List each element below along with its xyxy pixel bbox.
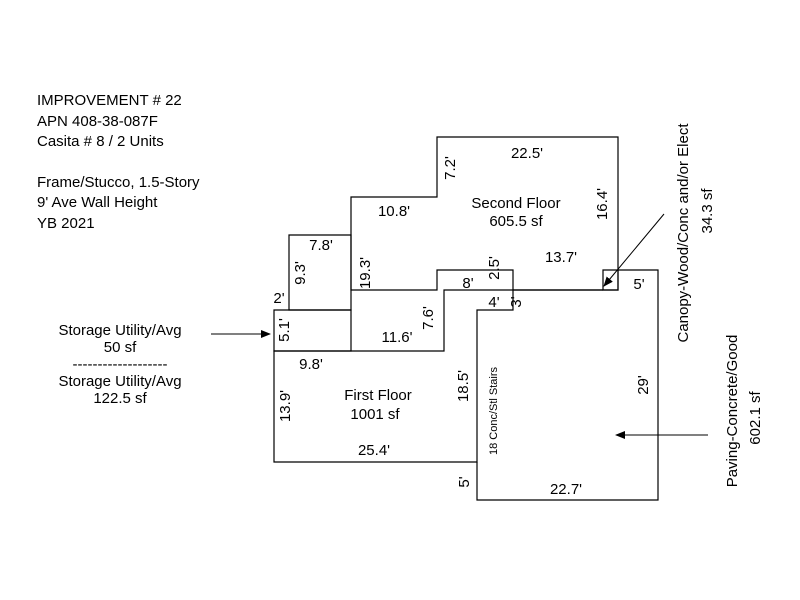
casita-units: Casita # 8 / 2 Units [37, 133, 164, 150]
dim-paving-bottom: 22.7' [550, 481, 582, 498]
dim-storage-side-d: 5.1' [276, 318, 293, 342]
property-info: IMPROVEMENT # 22 APN 408-38-087F Casita … [37, 91, 200, 234]
paving-name: Paving-Concrete/Good [724, 335, 741, 488]
dim-second-right: 16.4' [594, 188, 611, 220]
canopy-name: Canopy-Wood/Conc and/or Elect [675, 123, 692, 343]
dim-second-mid: 10.8' [378, 203, 410, 220]
dim-first-stair-side: 5' [456, 476, 473, 487]
storage-label-1: Storage Utility/Avg [58, 322, 182, 339]
apn: APN 408-38-087F [37, 112, 158, 130]
dim-first-bottom: 25.4' [358, 442, 390, 459]
storage-label-2: Storage Utility/Avg [58, 373, 182, 390]
dim-first-notch-side: 7.6' [420, 306, 437, 330]
storage-utility-legend: Storage Utility/Avg 50 sf --------------… [40, 322, 200, 407]
second-floor-outline [350, 136, 619, 291]
construction-type: Frame/Stucco, 1.5-Story [37, 173, 200, 191]
dim-second-left-short: 7.2' [442, 156, 459, 180]
dim-storage-side-a: 9.3' [292, 261, 309, 285]
wall-height: 9' Ave Wall Height [37, 194, 158, 211]
dim-storage-side-b: 19.3' [357, 257, 374, 289]
second-floor-name: Second Floor [471, 195, 560, 212]
storage-area-2: 122.5 sf [93, 390, 147, 407]
storage-area-1: 50 sf [103, 339, 137, 356]
dim-storage-top-width: 7.8' [309, 237, 333, 254]
first-floor-area: 1001 sf [350, 406, 400, 423]
dim-first-notch-bottom: 11.6' [382, 329, 413, 346]
dim-first-step-small: 4' [488, 294, 499, 311]
dim-storage-bottom: 9.8' [299, 356, 323, 373]
dim-first-step-3: 3' [508, 296, 525, 307]
dim-second-top: 22.5' [511, 145, 543, 162]
paving-area: 602.1 sf [747, 390, 764, 444]
dim-second-lower-right: 13.7' [545, 249, 577, 266]
dim-paving-side: 29' [635, 375, 652, 395]
dim-first-left: 13.9' [277, 390, 294, 422]
second-floor-area: 605.5 sf [489, 213, 543, 230]
first-floor-outline [273, 289, 514, 463]
canopy-area [602, 269, 619, 291]
dim-second-step: 2.5' [486, 256, 503, 280]
stairs-outline [476, 269, 659, 501]
storage-divider: ------------------- [72, 356, 168, 373]
dim-first-notch-top: 8' [462, 275, 473, 292]
dim-first-rise: 18.5' [455, 370, 472, 402]
dim-storage-side-c: 2' [273, 290, 284, 307]
year-built: YB 2021 [37, 214, 95, 232]
canopy-area: 34.3 sf [699, 188, 716, 234]
canopy-arrow [603, 213, 665, 287]
improvement-number: IMPROVEMENT # 22 [37, 92, 182, 109]
stairs-label: 18 Conc/Stl Stairs [488, 366, 500, 455]
dim-canopy: 5' [633, 276, 644, 293]
first-floor-name: First Floor [344, 387, 412, 404]
